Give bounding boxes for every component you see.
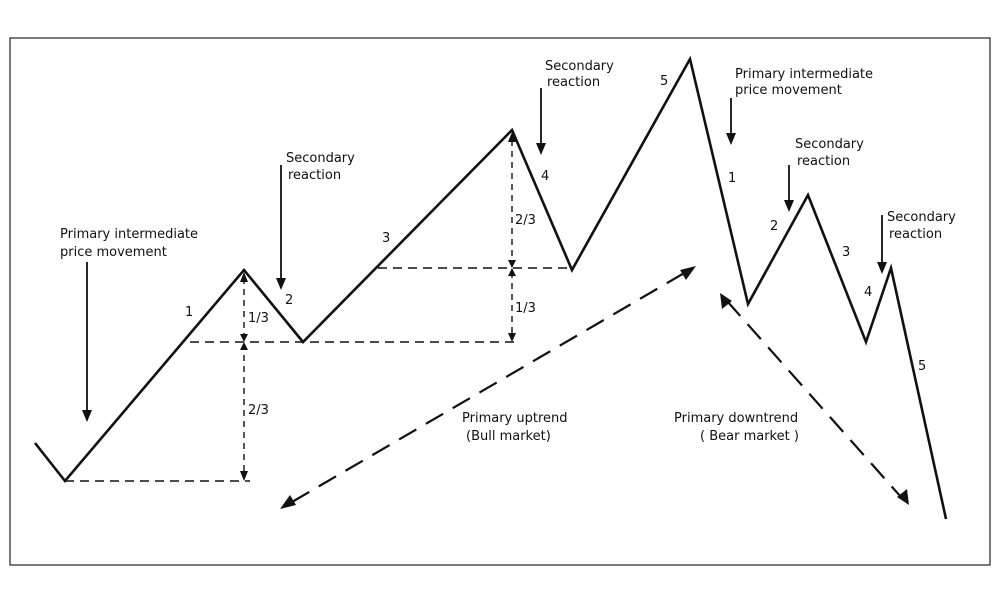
primary-movement-label: Primary intermediate <box>735 67 873 82</box>
price-path <box>33 55 948 520</box>
pointer-arrow-head <box>726 133 736 145</box>
downtrend-arrow-line <box>726 300 902 498</box>
ratio-label: 1/3 <box>515 301 536 316</box>
primary-uptrend-label: (Bull market) <box>466 429 551 444</box>
wave-label-up-1: 1 <box>185 305 193 320</box>
secondary-reaction-label: reaction <box>889 227 942 242</box>
measure-arrow <box>508 268 516 276</box>
wave-label-down-3: 3 <box>842 245 850 260</box>
wave-label-down-1: 1 <box>728 171 736 186</box>
secondary-reaction-label: reaction <box>547 75 600 90</box>
secondary-reaction-label: Secondary <box>545 59 614 74</box>
pointer-arrow-head <box>784 200 794 212</box>
measure-arrow <box>508 260 516 268</box>
wave-label-up-5: 5 <box>660 74 668 89</box>
wave-label-down-2: 2 <box>770 219 778 234</box>
secondary-reaction-label: reaction <box>797 154 850 169</box>
ratio-label: 2/3 <box>515 213 536 228</box>
measure-arrow <box>240 471 248 481</box>
uptrend-arrowhead <box>280 495 296 509</box>
pointer-arrow-head <box>276 278 286 290</box>
diagram-frame <box>9 37 991 566</box>
wave-label-down-4: 4 <box>864 285 872 300</box>
measure-arrow <box>508 132 516 142</box>
primary-movement-label: Primary intermediate <box>60 227 198 242</box>
secondary-reaction-label: reaction <box>288 168 341 183</box>
primary-movement-label: price movement <box>735 83 842 98</box>
pointer-arrow-head <box>877 262 887 274</box>
measure-arrow <box>508 333 516 342</box>
uptrend-arrow-line <box>291 271 687 503</box>
ratio-label: 1/3 <box>248 311 269 326</box>
measure-arrow <box>240 342 248 350</box>
primary-movement-label: price movement <box>60 245 167 260</box>
primary-uptrend-label: Primary uptrend <box>462 411 568 426</box>
secondary-reaction-label: Secondary <box>286 151 355 166</box>
downtrend-arrowhead <box>720 293 732 309</box>
wave-label-up-3: 3 <box>382 231 390 246</box>
measure-arrow <box>240 334 248 342</box>
secondary-reaction-label: Secondary <box>795 137 864 152</box>
measure-arrow <box>240 272 248 282</box>
pointer-arrow-head <box>536 143 546 155</box>
primary-downtrend-label: ( Bear market ) <box>700 429 799 444</box>
uptrend-arrowhead <box>680 266 696 280</box>
wave-label-up-2: 2 <box>285 293 293 308</box>
downtrend-arrowhead <box>897 489 909 505</box>
secondary-reaction-label: Secondary <box>887 210 956 225</box>
pointer-arrow-head <box>82 410 92 422</box>
ratio-label: 2/3 <box>248 403 269 418</box>
primary-downtrend-label: Primary downtrend <box>674 411 798 426</box>
wave-label-up-4: 4 <box>541 169 549 184</box>
wave-label-down-5: 5 <box>918 359 926 374</box>
